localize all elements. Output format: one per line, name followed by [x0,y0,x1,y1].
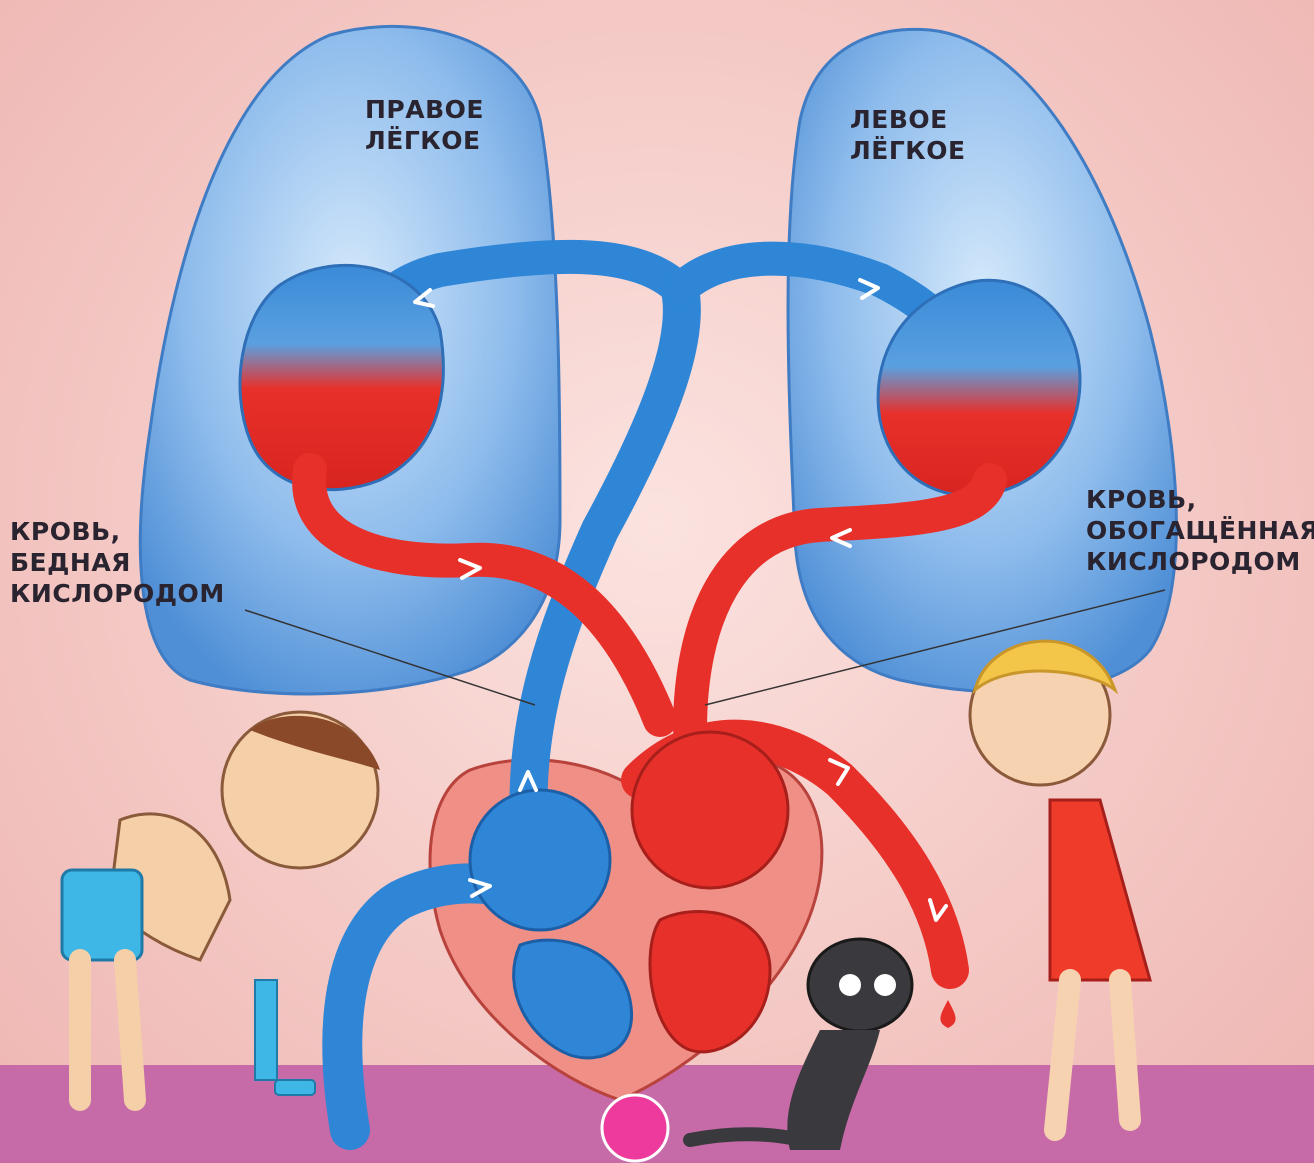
label-oxygen-rich-blood: КРОВЬ, ОБОГАЩЁННАЯ КИСЛОРОДОМ [1086,484,1314,577]
girl-figure [970,641,1150,1130]
left-ventricle [650,912,770,1052]
blood-drop [940,1000,955,1028]
left-atrium [632,732,788,888]
right-atrium [470,790,610,930]
label-oxygen-poor-blood: КРОВЬ, БЕДНАЯ КИСЛОРОДОМ [10,516,225,609]
right-lung-alveoli [240,265,443,489]
marker-dot [602,1095,668,1161]
label-left-lung: ЛЕВОЕ ЛЁГКОЕ [850,104,966,166]
label-right-lung: ПРАВОЕ ЛЁГКОЕ [365,94,484,156]
